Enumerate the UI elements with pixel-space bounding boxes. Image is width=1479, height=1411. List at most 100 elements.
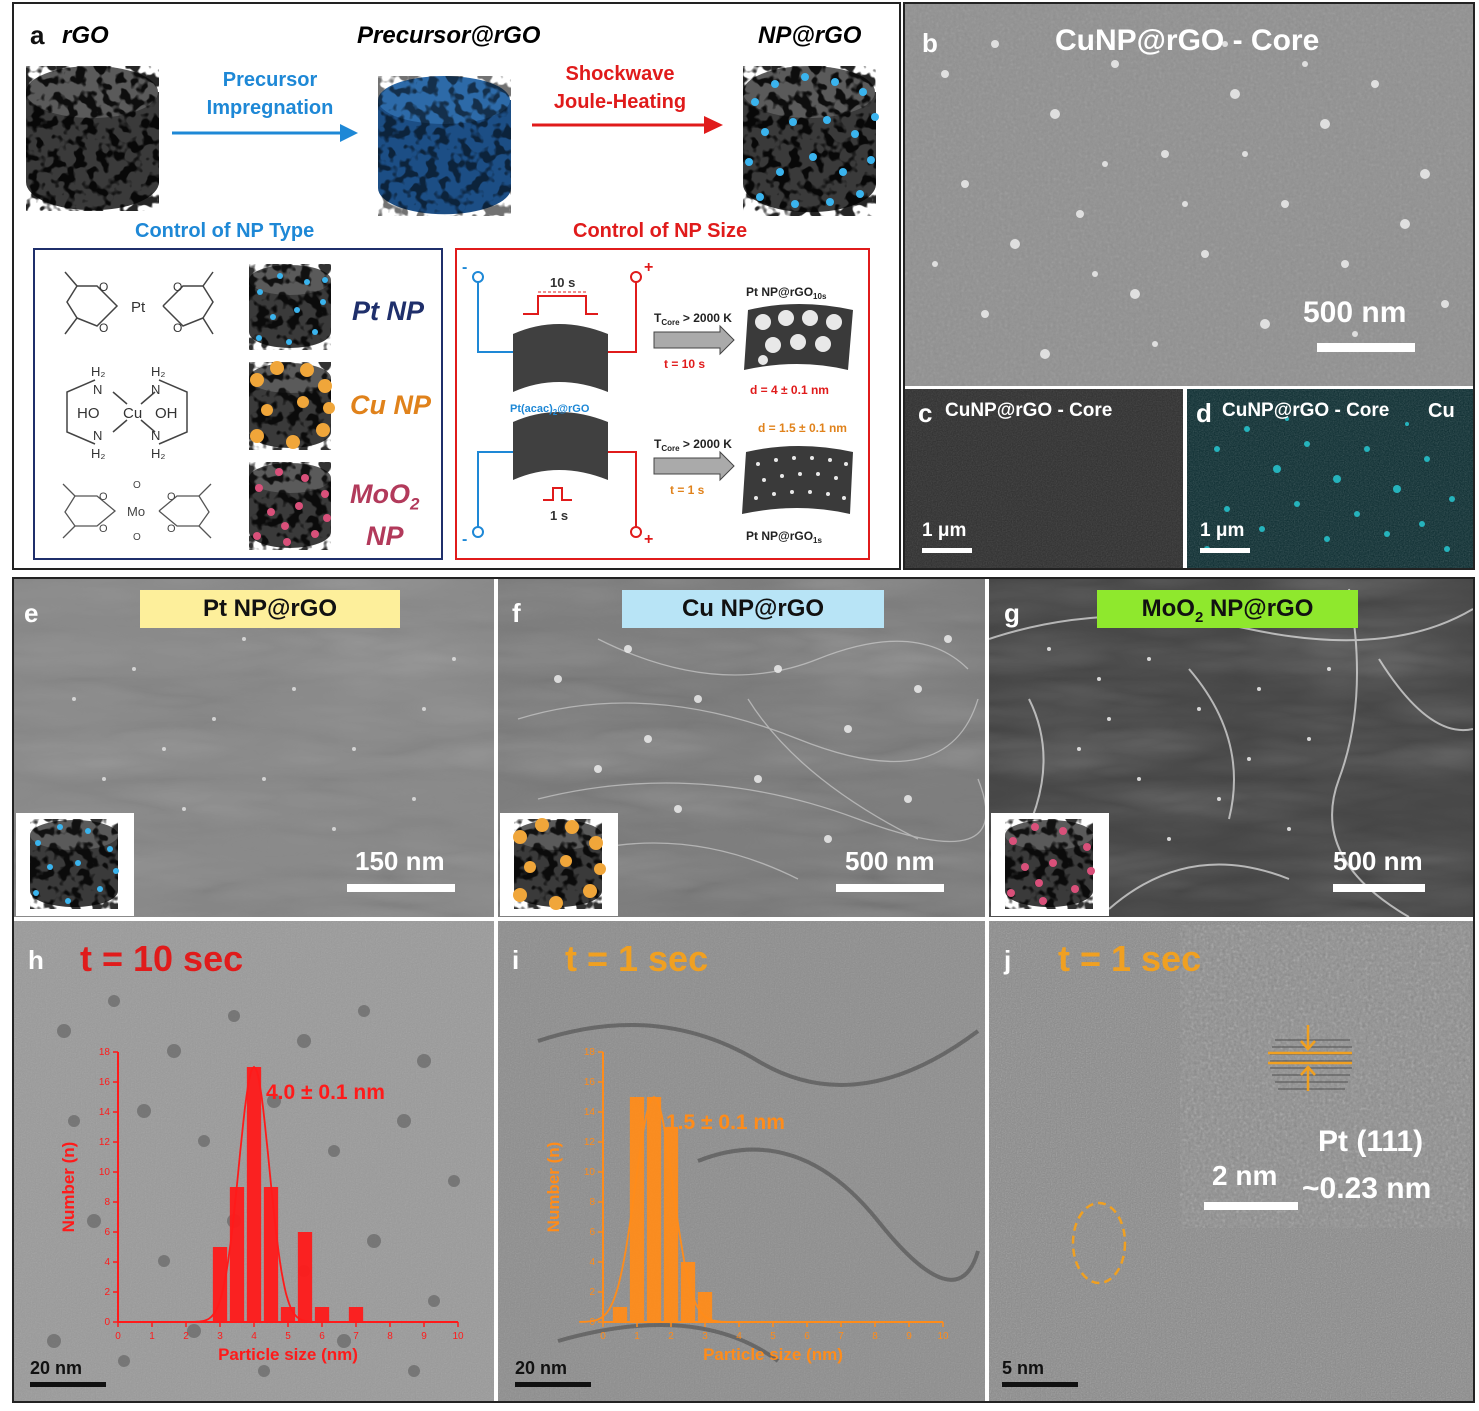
panel-f-scale-label: 500 nm [845,846,935,876]
x-tick-label: 9 [421,1331,427,1342]
panel-d-title: CuNP@rGO - Core [1222,400,1390,421]
panel-b-scale-label: 500 nm [1303,296,1407,329]
x-tick-label: 4 [736,1331,742,1342]
x-tick-label: 5 [770,1331,776,1342]
arrow-joule-heating [532,116,723,134]
panel-c-title: CuNP@rGO - Core [945,400,1113,421]
panel-j-scalebar [1002,1382,1078,1387]
svg-text:O: O [167,523,176,535]
panel-e-tag: Pt NP@rGO [140,590,400,628]
svg-text:N: N [93,382,102,397]
y-tick-label: 6 [104,1227,110,1238]
svg-text:O: O [173,280,182,294]
histogram-bar [348,1307,364,1322]
y-tick-label: 12 [99,1137,111,1148]
panel-e-label: e [24,598,39,628]
y-tick-label: 10 [584,1167,596,1178]
panel-c-label: c [918,398,933,428]
y-axis-label: Number (n) [545,1142,563,1233]
panel-g-scale-label: 500 nm [1333,846,1423,876]
panels-bcd [903,2,1475,570]
x-tick-label: 8 [872,1331,878,1342]
panel-b-scalebar [1317,343,1415,352]
x-tick-label: 2 [183,1331,189,1342]
x-tick-label: 4 [251,1331,257,1342]
product-short: Pt NP@rGO1s [746,529,822,545]
inset-cylinder-e [16,813,134,916]
histogram-bar [314,1307,330,1322]
svg-text:N: N [151,428,160,443]
hrtem-inset-j [1180,925,1470,1228]
svg-text:O: O [133,532,141,543]
cu-complex-structure: H₂ N H₂ N N H₂ N H₂ HO Cu OH [66,364,188,461]
panel-a-label: a [30,20,45,50]
eds-map-d [1187,389,1473,568]
histogram-bar [697,1292,713,1322]
histogram-bar [263,1187,279,1322]
y-tick-label: 14 [584,1107,596,1118]
arrow-impregnation [172,124,358,142]
mini-cylinder-moo2 [249,462,331,550]
panels-e-j [12,577,1475,1403]
svg-text:O: O [99,523,108,535]
panel-c-scalebar [922,548,972,553]
gaussian-fit-curve [579,1095,729,1323]
size-diagram: - - + + 10 s 1 s Pt(acac)2@rGO TCore > 2… [462,259,853,548]
x-tick-label: 10 [937,1331,949,1342]
title-rgo: rGO [62,22,109,49]
x-tick-label: 8 [387,1331,393,1342]
panel-i-scalebar [515,1382,591,1387]
svg-text:O: O [99,491,108,503]
mini-cylinder-cu [249,361,335,450]
mo-complex-structure: O O O O O O Mo [62,480,212,543]
panel-b-title: CuNP@rGO - Core [1055,24,1320,57]
label-pt-np: Pt NP [352,296,425,326]
type-box [33,248,443,560]
tcore-bottom: TCore > 2000 K [654,437,732,453]
label-cu-np: Cu NP [350,390,431,420]
svg-text:O: O [173,321,182,335]
panel-e-scale-label: 150 nm [355,846,445,876]
panel-j-label: j [1004,945,1012,975]
y-tick-label: 18 [584,1047,596,1058]
size-annotation: 1.5 ± 0.1 nm [666,1111,785,1134]
y-tick-label: 6 [589,1227,595,1238]
x-axis-label: Particle size (nm) [218,1345,358,1364]
panel-j-inset-scalebar [1204,1202,1298,1210]
plus-top: + [644,259,653,276]
gaussian-fit-curve [192,1065,316,1323]
svg-text:O: O [99,321,108,335]
panel-f-tag: Cu NP@rGO [622,590,884,628]
panel-f-label: f [512,598,521,628]
panel-d-label: d [1196,398,1212,428]
minus-top: - [462,259,467,276]
histogram-bar [212,1247,228,1322]
y-tick-label: 4 [589,1257,595,1268]
y-tick-label: 2 [589,1287,595,1298]
plus-bottom: + [644,531,653,548]
pt-atom-label: Pt [131,299,146,316]
type-box-title: Control of NP Type [135,220,315,242]
svg-text:O: O [99,280,108,294]
size-annotation: 4.0 ± 0.1 nm [266,1081,385,1104]
y-tick-label: 8 [589,1197,595,1208]
arrow2-label: Shockwave Joule-Heating [553,63,687,113]
svg-text:O: O [167,491,176,503]
x-axis-label: Particle size (nm) [703,1345,843,1364]
y-tick-label: 2 [104,1287,110,1298]
title-precursor: Precursor@rGO [357,22,541,49]
panel-c-scale-label: 1 μm [922,520,967,541]
x-tick-label: 1 [634,1331,640,1342]
panel-j-inset-scale-label: 2 nm [1212,1160,1278,1191]
histogram-bar [229,1187,245,1322]
x-tick-label: 0 [115,1331,121,1342]
x-tick-label: 6 [804,1331,810,1342]
inset-cylinder-f [500,813,618,916]
d-long: d = 4 ± 0.1 nm [750,383,829,397]
size-box [455,248,870,560]
y-tick-label: 16 [99,1077,111,1088]
histogram-bar [612,1307,628,1322]
pulse-short-label: 1 s [550,508,568,523]
svg-text:H₂: H₂ [151,364,165,379]
panel-a [12,2,901,570]
